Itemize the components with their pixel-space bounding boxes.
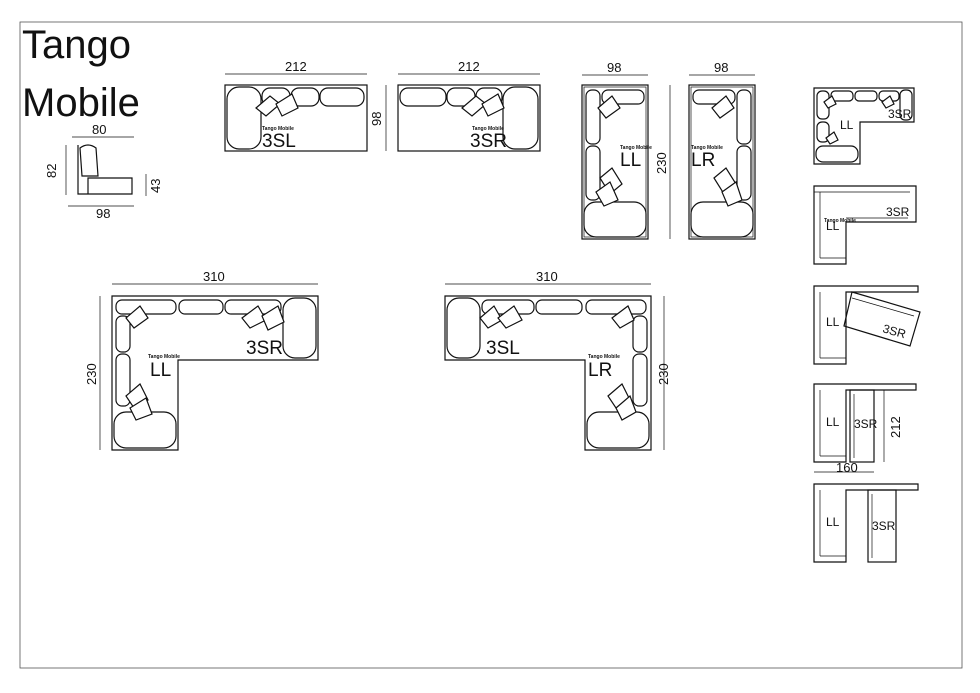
combo-left-seat-label: 3SR <box>246 338 283 359</box>
mv2-corner-label: LL <box>826 219 840 233</box>
side-view: 80 82 43 98 <box>44 122 163 221</box>
mv5-seat-label: 3SR <box>872 519 896 533</box>
mv2-seat-label: 3SR <box>886 205 910 219</box>
module-lr: 98 Tango Mobile LR <box>688 60 756 240</box>
mv1-corner-label: LL <box>840 118 854 132</box>
side-bottom-dim: 98 <box>96 206 110 221</box>
mv3-corner-label: LL <box>826 315 840 329</box>
3sr-brand-tag: Tango Mobile <box>472 126 504 132</box>
lr-width-dim: 98 <box>714 60 728 75</box>
combo-right-brand-tag: Tango Mobile <box>588 354 620 360</box>
side-top-dim: 80 <box>92 122 106 137</box>
ll-label: LL <box>620 150 641 171</box>
mv1-seat-label: 3SR <box>888 107 912 121</box>
combo-left-width-dim: 310 <box>203 269 225 284</box>
3sr-label: 3SR <box>470 131 507 152</box>
3sl-width-dim: 212 <box>285 59 307 74</box>
ll-brand-tag: Tango Mobile <box>620 145 652 151</box>
mv2-brand-tag: Tango Mobile <box>824 218 856 224</box>
mv3-seat-label: 3SR <box>881 321 908 341</box>
module-ll: 98 Tango Mobile LL 230 <box>581 60 671 240</box>
lr-label: LR <box>691 150 715 171</box>
page-frame <box>19 21 963 669</box>
combo-right-depth-dim: 230 <box>656 363 671 385</box>
mv4-width-dim: 160 <box>836 460 858 475</box>
module-3sl: 212 Tango Mobile 3SL <box>224 59 368 152</box>
module-3sr: 212 Tango Mobile 3SR 98 <box>369 59 541 152</box>
side-right-dim: 43 <box>148 179 163 193</box>
title-line-2: Mobile <box>22 81 140 125</box>
combo-right: 310 230 Tango Mobile LR 3SL <box>444 269 671 451</box>
3sr-width-dim: 212 <box>458 59 480 74</box>
mv4-height-dim: 212 <box>888 416 903 438</box>
ll-width-dim: 98 <box>607 60 621 75</box>
3sl-label: 3SL <box>262 131 296 152</box>
lr-brand-tag: Tango Mobile <box>691 145 723 151</box>
combo-left-depth-dim: 230 <box>84 363 99 385</box>
mobile-view-1: LL 3SR <box>813 87 915 165</box>
mv5-corner-label: LL <box>826 515 840 529</box>
3sr-depth-dim: 98 <box>369 112 384 126</box>
mobile-view-2: Tango Mobile LL 3SR <box>813 185 917 265</box>
mv4-seat-label: 3SR <box>854 417 878 431</box>
combo-left: 310 230 Tango Mobile LL 3SR <box>84 269 319 451</box>
mobile-view-4: LL 3SR 212 160 <box>813 383 917 475</box>
mobile-view-3: LL 3SR <box>813 285 921 365</box>
combo-left-brand-tag: Tango Mobile <box>148 354 180 360</box>
combo-right-seat-label: 3SL <box>486 338 520 359</box>
combo-right-width-dim: 310 <box>536 269 558 284</box>
mobile-view-5: LL 3SR <box>813 483 919 563</box>
ll-depth-dim: 230 <box>654 152 669 174</box>
combo-left-corner-label: LL <box>150 360 171 381</box>
mv4-corner-label: LL <box>826 415 840 429</box>
side-left-dim: 82 <box>44 164 59 178</box>
combo-right-corner-label: LR <box>588 360 612 381</box>
3sl-brand-tag: Tango Mobile <box>262 126 294 132</box>
title-line-1: Tango <box>22 23 131 67</box>
